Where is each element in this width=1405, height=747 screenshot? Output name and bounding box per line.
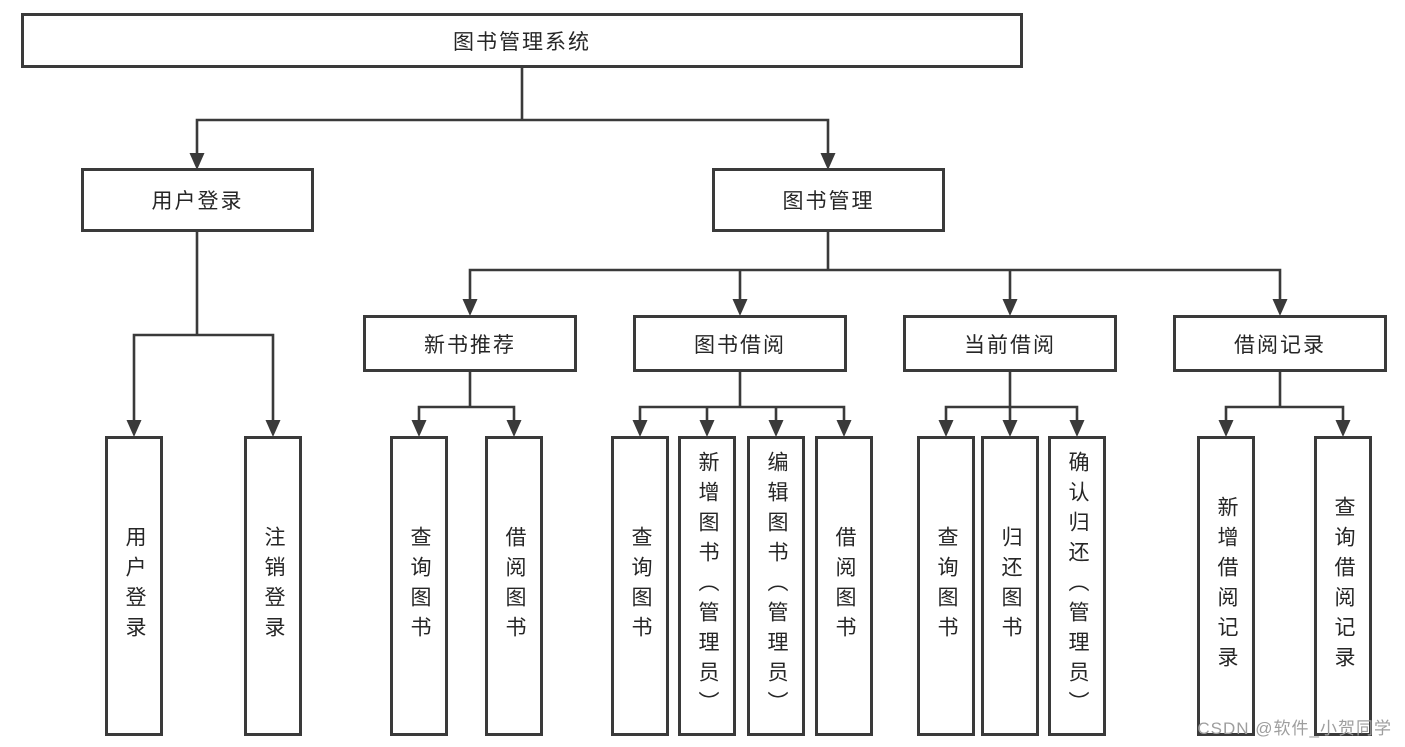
leaf-borrowing-edit-books-admin: 编辑图书（管理员） <box>747 436 805 736</box>
leaf-borrowing-borrow-books: 借阅图书 <box>815 436 873 736</box>
leaf-recommend-query-books: 查询图书 <box>390 436 448 736</box>
node-current-borrowing: 当前借阅 <box>903 315 1117 372</box>
leaf-current-query-books: 查询图书 <box>917 436 975 736</box>
leaf-records-add-record: 新增借阅记录 <box>1197 436 1255 736</box>
node-borrowing-records: 借阅记录 <box>1173 315 1387 372</box>
node-new-book-recommend: 新书推荐 <box>363 315 577 372</box>
leaf-borrowing-query-books: 查询图书 <box>611 436 669 736</box>
leaf-current-confirm-return-admin: 确认归还（管理员） <box>1048 436 1106 736</box>
csdn-watermark: CSDN @软件_小贺同学 <box>1197 719 1392 738</box>
leaf-current-return-books: 归还图书 <box>981 436 1039 736</box>
node-book-borrowing: 图书借阅 <box>633 315 847 372</box>
leaf-borrowing-add-books-admin: 新增图书（管理员） <box>678 436 736 736</box>
arrowheads <box>126 153 1351 437</box>
leaf-records-query-record: 查询借阅记录 <box>1314 436 1372 736</box>
connector-paths <box>132 68 1345 420</box>
leaf-recommend-borrow-books: 借阅图书 <box>485 436 543 736</box>
leaf-user-login: 用户登录 <box>105 436 163 736</box>
node-book-management: 图书管理 <box>712 168 945 232</box>
leaf-logout: 注销登录 <box>244 436 302 736</box>
node-root-system: 图书管理系统 <box>21 13 1023 68</box>
node-user-login: 用户登录 <box>81 168 314 232</box>
